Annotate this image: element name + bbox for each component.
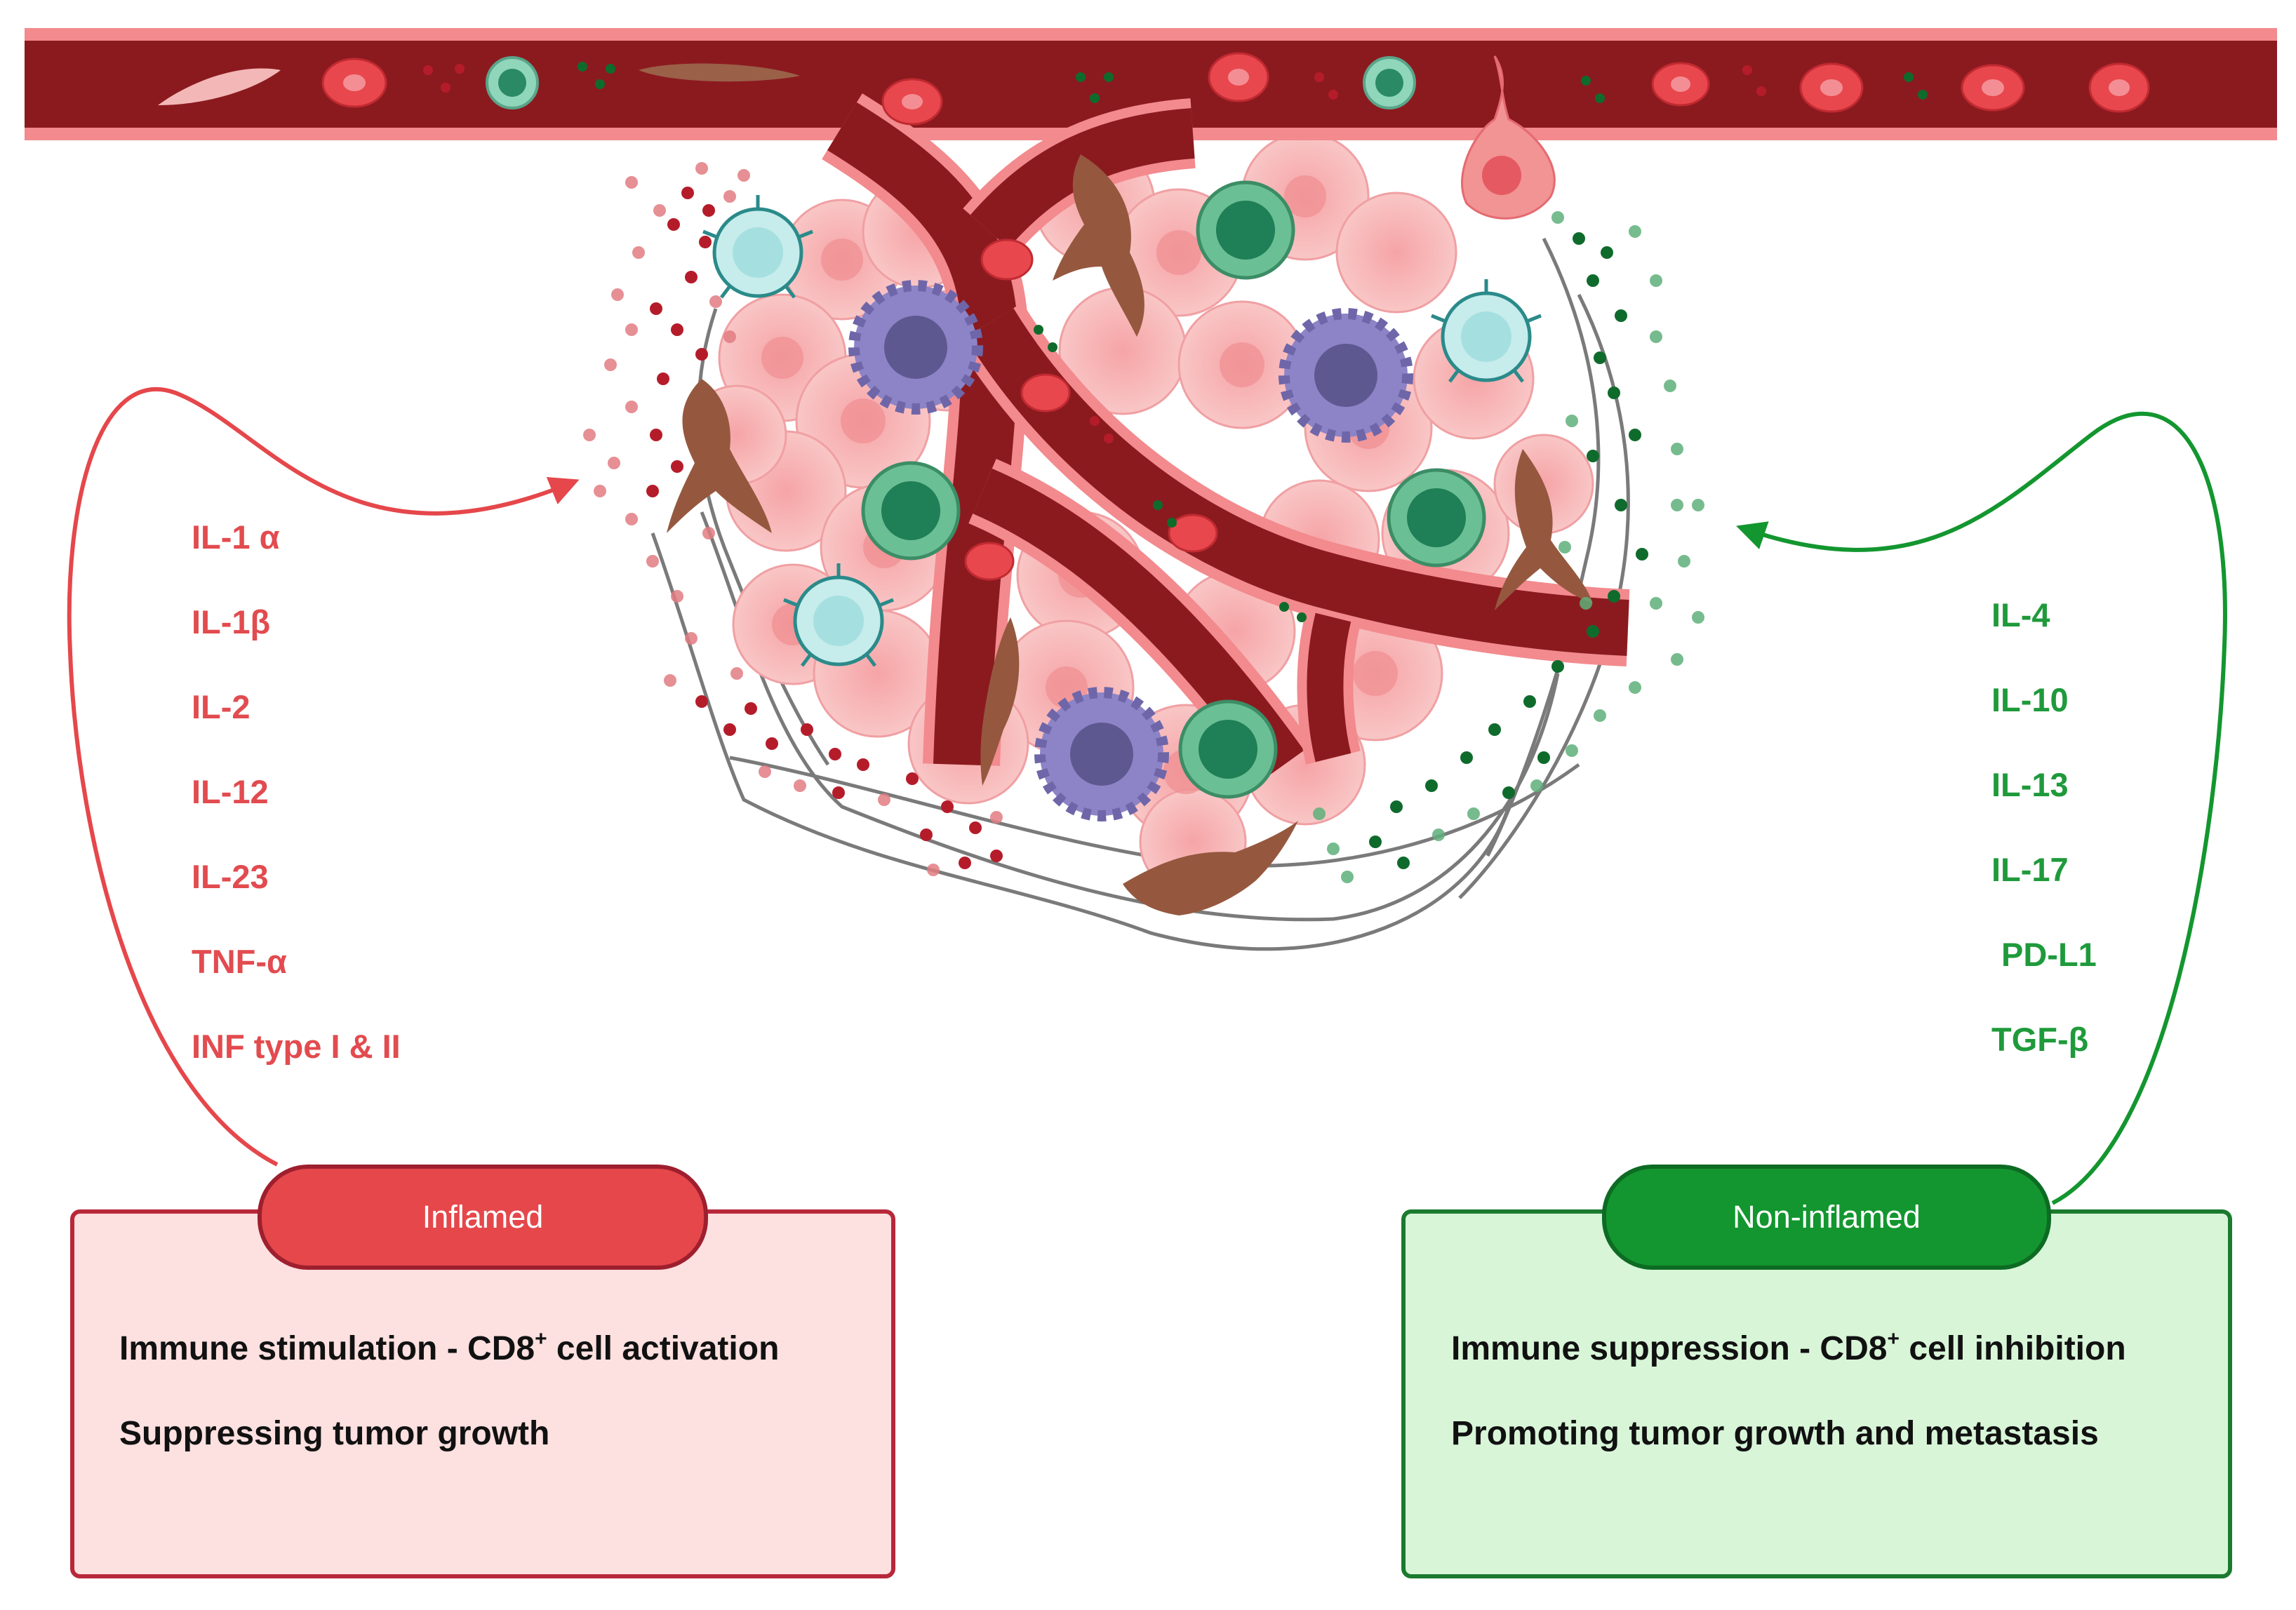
circulating-cells xyxy=(158,55,1556,220)
non-inflamed-effect-line: Immune suppression - CD8+ cell inhibitio… xyxy=(1451,1327,2126,1368)
antiinflammatory-cytokine-list: IL-4 IL-10 IL-13 IL-17 PD-L1 TGF-β xyxy=(1991,572,2097,1082)
proinflammatory-cytokine-list: IL-1 α IL-1β IL-2 IL-12 IL-23 TNF-α INF … xyxy=(192,495,401,1089)
cytokine-label: PD-L1 xyxy=(2001,936,2097,973)
non-inflamed-label: Non-inflamed xyxy=(1602,1165,2051,1270)
red-blood-cells xyxy=(321,52,2150,581)
non-inflamed-effects: Immune suppression - CD8+ cell inhibitio… xyxy=(1451,1306,2126,1476)
vessel-cytokines xyxy=(423,62,1928,622)
inflamed-effects: Immune stimulation - CD8+ cell activatio… xyxy=(119,1306,779,1476)
cytokine-label: IL-12 xyxy=(192,773,269,810)
non-inflamed-effect-line: Promoting tumor growth and metastasis xyxy=(1451,1415,2099,1452)
antiinflammatory-curved-arrow xyxy=(1736,411,2227,1205)
t-cell xyxy=(861,180,1486,799)
cytokine-label: INF type I & II xyxy=(192,1028,401,1065)
cytokine-label: IL-1 α xyxy=(192,518,280,556)
cytokine-label: IL-1β xyxy=(192,603,271,640)
inflamed-effect-line: Immune stimulation - CD8+ cell activatio… xyxy=(119,1327,780,1368)
inflamed-label: Inflamed xyxy=(258,1165,708,1270)
cytokine-label: TGF-β xyxy=(1991,1021,2089,1058)
non-inflamed-panel xyxy=(1401,1209,2232,1578)
fibroblast xyxy=(667,154,1593,915)
cytokine-label: IL-4 xyxy=(1991,596,2050,633)
dendritic-cell xyxy=(848,280,1413,821)
blood-vessel xyxy=(25,28,2277,786)
cytokine-label: IL-2 xyxy=(192,688,251,725)
proinflammatory-cytokine-dots xyxy=(583,162,1003,876)
activated-t-cell xyxy=(702,195,1542,667)
cytokine-label: IL-17 xyxy=(1991,851,2069,888)
cytokine-label: IL-23 xyxy=(192,858,269,895)
antiinflammatory-cytokine-dots xyxy=(1313,211,1704,883)
inflamed-panel xyxy=(70,1209,895,1578)
cytokine-label: TNF-α xyxy=(192,943,287,980)
proinflammatory-curved-arrow xyxy=(67,387,580,1167)
rbc-centers xyxy=(343,69,2130,109)
cytokine-label: IL-13 xyxy=(1991,766,2069,803)
inflamed-effect-line: Suppressing tumor growth xyxy=(119,1415,550,1452)
cytokine-label: IL-10 xyxy=(1991,681,2069,718)
